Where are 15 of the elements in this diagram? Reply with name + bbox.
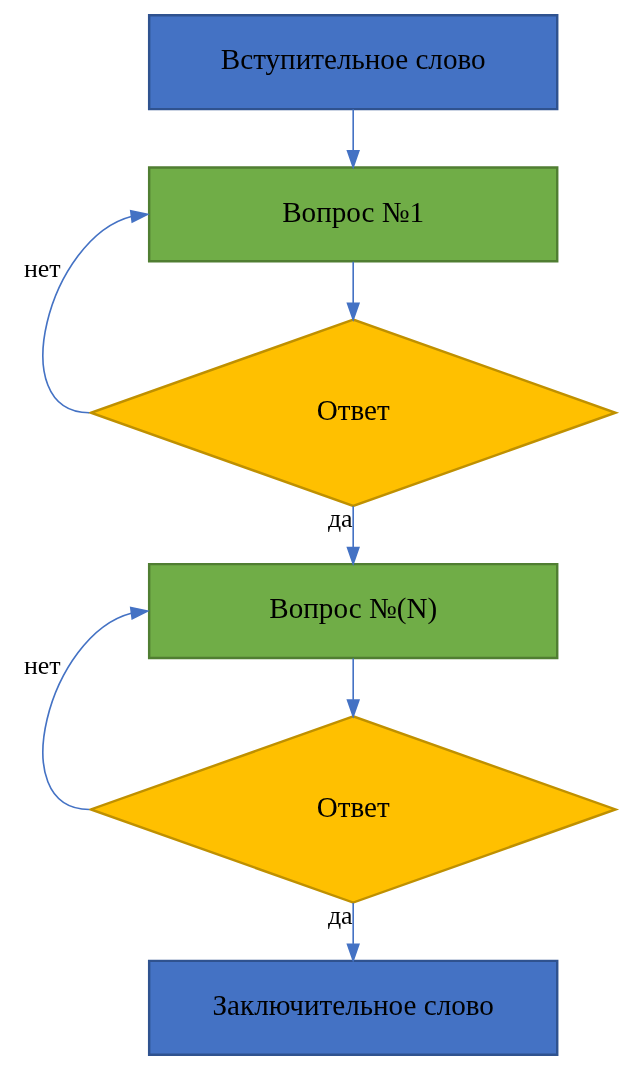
arrow [42, 209, 150, 414]
node-box: Вопрос №(N) [147, 562, 558, 660]
arrow [345, 505, 360, 567]
arrow [345, 260, 360, 323]
edge-label: нет [23, 254, 61, 284]
arrow [345, 108, 360, 170]
node-diamond: Ответ [86, 318, 619, 508]
node-box: Заключительное слово [147, 959, 558, 1056]
node-diamond: Ответ [86, 715, 619, 904]
arrow [345, 657, 360, 719]
node-box: Вступительное слово [147, 14, 558, 111]
arrow [42, 606, 150, 811]
arrow [345, 902, 360, 963]
node-box: Вопрос №1 [147, 166, 558, 263]
edge-label: нет [23, 651, 61, 681]
